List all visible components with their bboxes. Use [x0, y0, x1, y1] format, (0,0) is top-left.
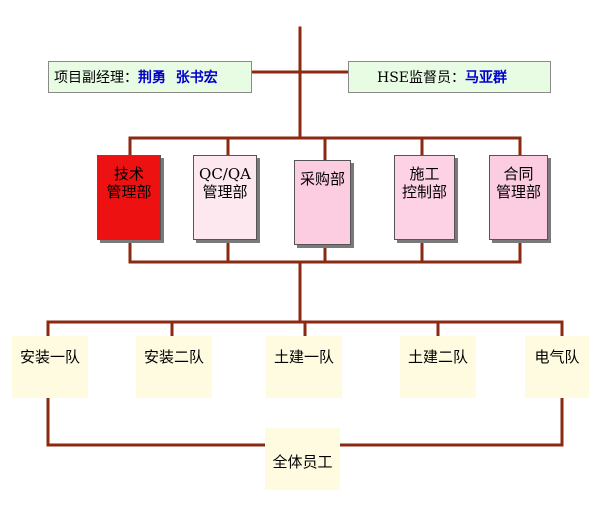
- dept-contract: 合同 管理部: [489, 155, 548, 240]
- team-civil-2: 土建二队: [400, 336, 476, 398]
- team-electrical: 电气队: [525, 336, 589, 398]
- team-civil-1: 土建一队: [266, 336, 342, 398]
- dept-tech-label: 技术 管理部: [106, 165, 152, 201]
- dept-qcqa: QC/QA 管理部: [193, 155, 257, 240]
- team-electrical-label: 电气队: [534, 348, 580, 366]
- all-staff-box: 全体员工: [265, 428, 340, 490]
- hse-supervisor-names: 马亚群: [465, 70, 508, 86]
- dept-construction-label: 施工 控制部: [401, 165, 447, 201]
- dept-procurement-label: 采购部: [299, 170, 345, 188]
- team-install-2-label: 安装二队: [143, 348, 204, 366]
- dept-tech: 技术 管理部: [97, 155, 161, 240]
- team-civil-2-label: 土建二队: [407, 348, 468, 366]
- dept-qcqa-label: QC/QA 管理部: [199, 165, 251, 201]
- all-staff-label: 全体员工: [272, 453, 333, 471]
- deputy-pm-names: 荆勇 张书宏: [138, 70, 218, 86]
- hse-supervisor-box: HSE监督员： 马亚群: [348, 61, 551, 93]
- team-install-1: 安装一队: [12, 336, 88, 398]
- dept-construction: 施工 控制部: [394, 155, 455, 240]
- deputy-pm-label: 项目副经理：: [54, 70, 138, 86]
- team-install-1-label: 安装一队: [19, 348, 80, 366]
- dept-procurement: 采购部: [294, 160, 351, 245]
- team-install-2: 安装二队: [136, 336, 212, 398]
- dept-contract-label: 合同 管理部: [495, 165, 541, 201]
- hse-supervisor-label: HSE监督员：: [377, 70, 466, 86]
- team-civil-1-label: 土建一队: [273, 348, 334, 366]
- deputy-pm-box: 项目副经理： 荆勇 张书宏: [48, 61, 252, 93]
